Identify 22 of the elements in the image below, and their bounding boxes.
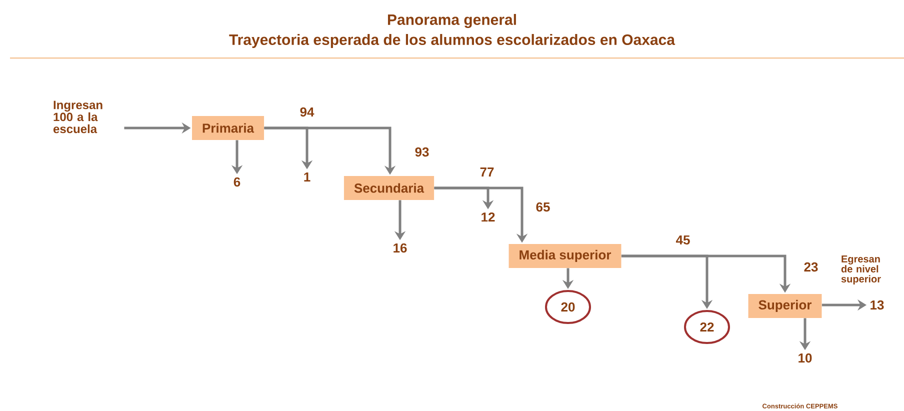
count-number: 6 <box>234 177 240 187</box>
count-number: 10 <box>798 353 812 363</box>
circled-number: 22 <box>684 310 730 344</box>
count-number: 16 <box>394 243 407 253</box>
count-number: 1 <box>304 172 310 182</box>
note-text: Egresan de nivel superior <box>841 256 881 284</box>
title: Panorama general <box>388 14 516 28</box>
process-box: Superior <box>748 294 822 318</box>
edge-label: 93 <box>415 147 429 157</box>
process-box: Secundaria <box>344 176 434 200</box>
process-box: Media superior <box>508 244 622 268</box>
count-number: 13 <box>870 300 884 310</box>
count-number: 77 <box>480 168 494 176</box>
start-text: Ingresan 100 a la escuela <box>53 100 102 134</box>
count-number: 12 <box>482 212 495 222</box>
count-number: 94 <box>300 107 314 117</box>
edge-label: 23 <box>804 262 818 272</box>
circled-number: 20 <box>545 290 591 324</box>
edge-label: 65 <box>536 202 550 212</box>
count-number: 45 <box>676 235 690 245</box>
subtitle: Trayectoria esperada de los alumnos escolarizados en Oaxaca <box>229 34 676 48</box>
process-box: Primaria <box>192 116 264 140</box>
